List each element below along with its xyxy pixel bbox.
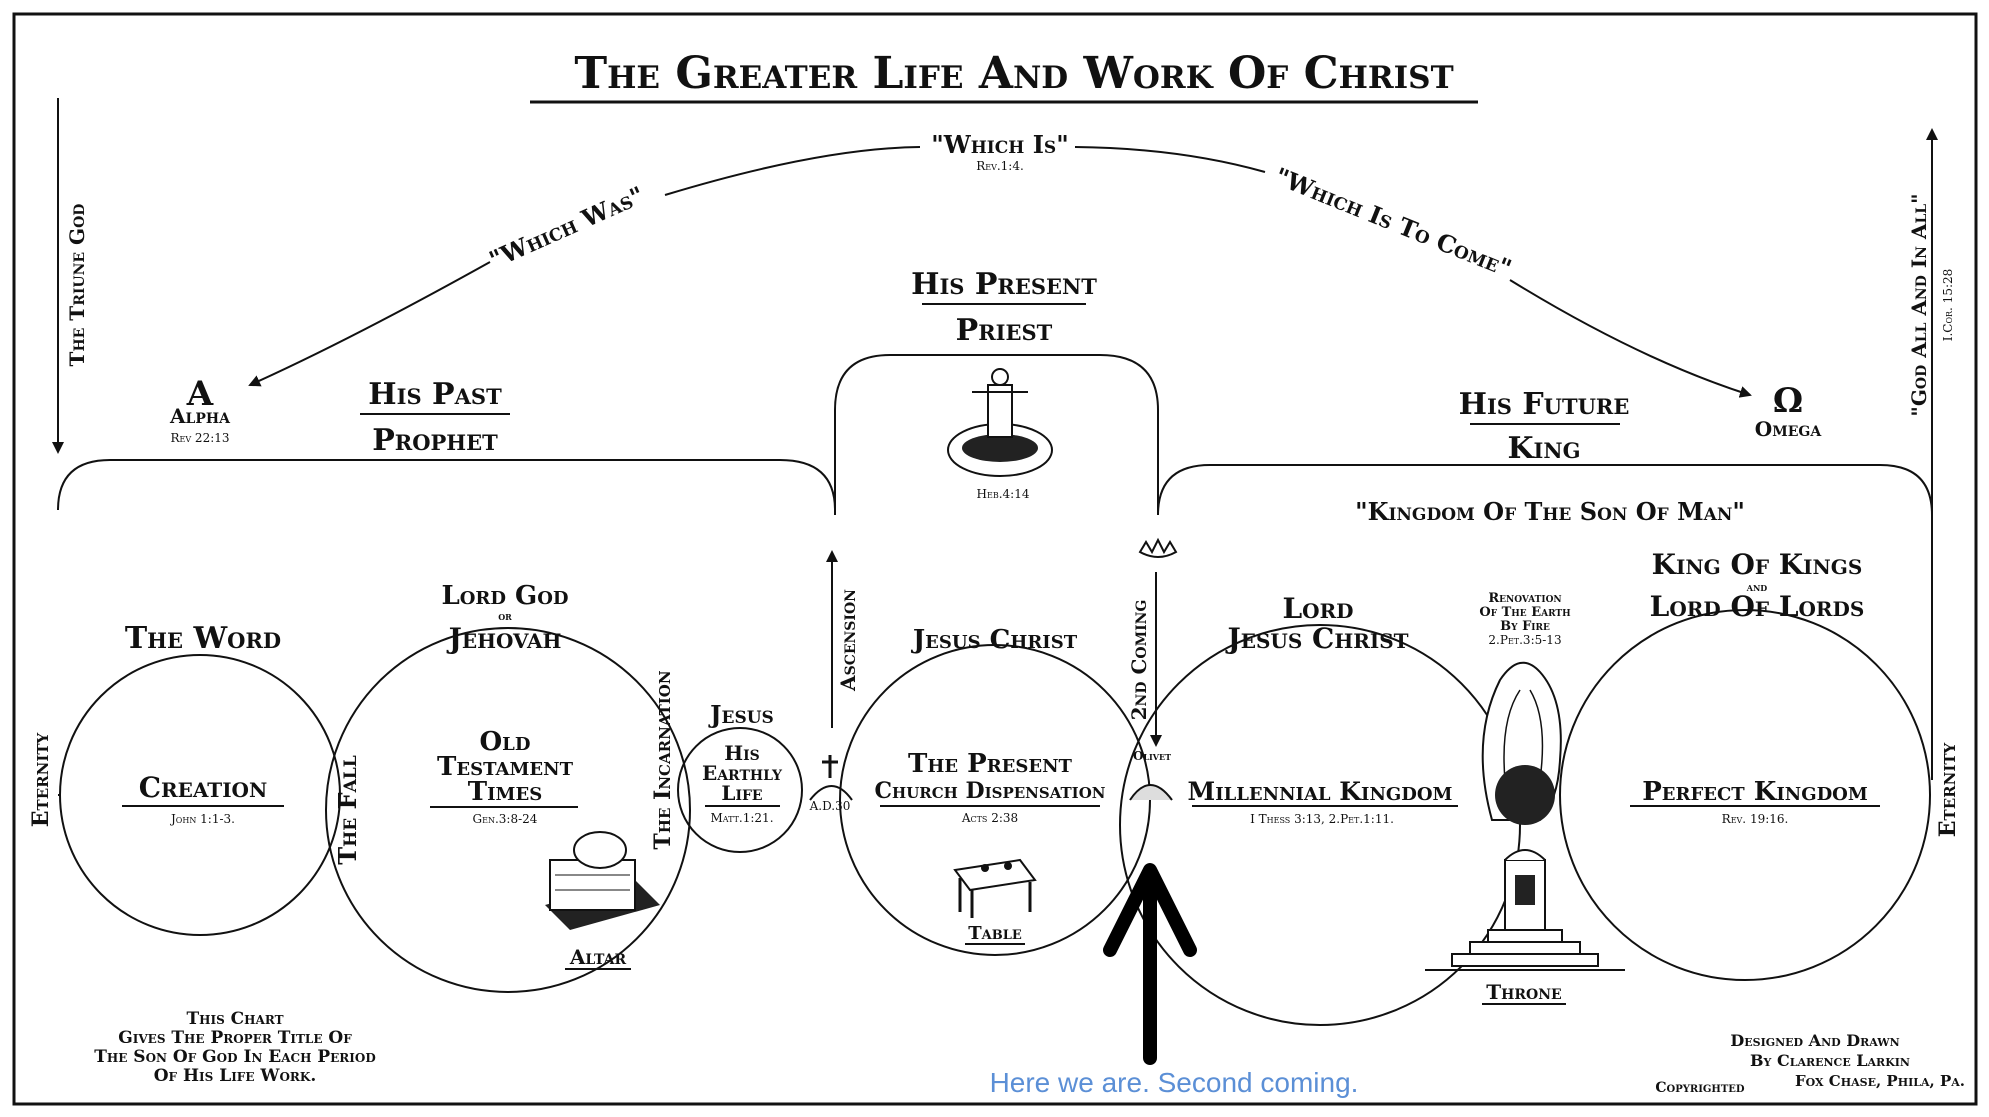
present-frame bbox=[834, 354, 1159, 515]
past-office-line2: Prophet bbox=[372, 423, 498, 458]
creation-label: Creation bbox=[139, 771, 268, 804]
which-was-arc-right bbox=[664, 146, 921, 196]
future-frame bbox=[1157, 464, 1933, 516]
cross-icon bbox=[809, 755, 853, 801]
triune-god-label: The Triune God bbox=[65, 204, 89, 367]
renovation-line2: Of The Earth bbox=[1479, 605, 1571, 620]
perfect-label: Perfect Kingdom bbox=[1642, 777, 1868, 807]
old-testament-ref: Gen.3:8-24 bbox=[473, 812, 538, 826]
earth-on-fire-icon bbox=[1481, 661, 1562, 825]
future-office-line1: His Future bbox=[1459, 387, 1630, 422]
which-was-arrow bbox=[248, 261, 491, 387]
perfect-ref: Rev. 19:16. bbox=[1722, 812, 1789, 826]
which-is-to-come-label: "Which Is To Come" bbox=[1271, 161, 1516, 282]
earthly-life-label3: Life bbox=[721, 781, 762, 805]
perfect-title2: Lord Of Lords bbox=[1650, 590, 1865, 623]
note-line3: The Son Of God In Each Period bbox=[94, 1047, 376, 1067]
alpha-label: Alpha bbox=[169, 404, 231, 428]
copyright-label: Copyrighted bbox=[1655, 1080, 1745, 1096]
past-frame bbox=[57, 459, 836, 511]
ascension-label: Ascension bbox=[836, 589, 860, 692]
kingdom-son-of-man-label: "Kingdom Of The Son Of Man" bbox=[1355, 497, 1745, 526]
note-line2: Gives The Proper Title Of bbox=[118, 1028, 352, 1048]
past-office-line1: His Past bbox=[368, 377, 502, 412]
old-testament-label1: Old bbox=[480, 727, 531, 757]
church-label2: Church Dispensation bbox=[875, 778, 1106, 804]
fall-label: The Fall bbox=[333, 755, 362, 864]
which-is-arc-right bbox=[1074, 146, 1266, 173]
credits-line2: By Clarence Larkin bbox=[1750, 1051, 1910, 1070]
old-testament-title-or: or bbox=[498, 609, 512, 623]
olivet-label: Olivet bbox=[1133, 749, 1171, 763]
throne-label: Throne bbox=[1486, 980, 1561, 1004]
perfect-title-and: and bbox=[1746, 580, 1768, 594]
present-office-line1: His Present bbox=[911, 267, 1097, 302]
earthly-life-ref: Matt.1:21. bbox=[710, 811, 773, 825]
renovation-line3: By Fire bbox=[1500, 619, 1550, 634]
earthly-life-title: Jesus bbox=[708, 700, 774, 729]
omega-glyph: Ω bbox=[1773, 381, 1803, 421]
renovation-line1: Renovation bbox=[1488, 591, 1561, 606]
millennial-title1: Lord bbox=[1282, 592, 1353, 625]
old-testament-circle bbox=[325, 627, 691, 993]
note-line4: Of His Life Work. bbox=[154, 1066, 317, 1086]
table-label: Table bbox=[968, 923, 1022, 944]
annotation-text: Here we are. Second coming. bbox=[990, 1067, 1359, 1098]
church-title: Jesus Christ bbox=[911, 625, 1078, 655]
chart-title: The Greater Life And Work Of Christ bbox=[574, 48, 1453, 99]
renovation-ref: 2.Pet.3:5-13 bbox=[1488, 633, 1561, 647]
annotation-arrow bbox=[1103, 863, 1197, 1065]
high-priest-icon bbox=[947, 368, 1053, 477]
old-testament-title2: Jehovah bbox=[446, 622, 562, 655]
millennial-circle bbox=[1119, 624, 1521, 1026]
millennial-ref: I Thess 3:13, 2.Pet.1:11. bbox=[1250, 812, 1394, 826]
which-is-ref: Rev.1:4. bbox=[976, 159, 1024, 173]
church-label1: The Present bbox=[908, 749, 1073, 779]
creation-title: The Word bbox=[125, 621, 281, 656]
earthly-life-label1: His bbox=[724, 741, 760, 765]
present-office-ref: Heb.4:14 bbox=[977, 487, 1030, 501]
present-office-line2: Priest bbox=[956, 313, 1053, 348]
credits-line3: Fox Chase, Phila, Pa. bbox=[1795, 1072, 1965, 1090]
second-coming-label: 2nd Coming bbox=[1127, 600, 1151, 721]
future-office-line2: King bbox=[1507, 431, 1580, 466]
alpha-glyph: A bbox=[186, 374, 214, 414]
which-was-label: "Which Was" bbox=[485, 180, 649, 274]
omega-label: Omega bbox=[1755, 417, 1823, 441]
outer-frame bbox=[12, 12, 1978, 1106]
crown-icon bbox=[1138, 537, 1178, 558]
which-is-to-come-arrow bbox=[1509, 279, 1752, 398]
creation-ref: John 1:1-3. bbox=[169, 812, 235, 826]
ad30-label: A.D.30 bbox=[809, 799, 851, 813]
olivet-mount-icon bbox=[1129, 784, 1173, 801]
old-testament-label2: Testament bbox=[437, 752, 574, 782]
incarnation-label: The Incarnation bbox=[650, 670, 676, 849]
old-testament-title1: Lord God bbox=[441, 581, 568, 611]
throne-icon bbox=[1425, 849, 1625, 971]
church-ref: Acts 2:38 bbox=[961, 811, 1018, 825]
old-testament-label3: Times bbox=[468, 777, 542, 807]
perfect-kingdom-circle bbox=[1559, 609, 1931, 981]
credits-line1: Designed And Drawn bbox=[1730, 1031, 1899, 1050]
millennial-label: Millennial Kingdom bbox=[1188, 777, 1453, 806]
note-line1: This Chart bbox=[186, 1009, 283, 1029]
table-icon bbox=[953, 858, 1037, 918]
eternity-left-label: Eternity bbox=[28, 732, 54, 827]
earthly-life-label2: Earthly bbox=[702, 761, 783, 785]
earthly-life-circle bbox=[677, 727, 803, 853]
which-is-label: "Which Is" bbox=[931, 130, 1068, 159]
alpha-ref: Rev 22:13 bbox=[170, 431, 229, 445]
altar-label: Altar bbox=[569, 945, 627, 969]
perfect-title1: King Of Kings bbox=[1652, 548, 1863, 581]
god-all-in-all-label: "God All And In All" bbox=[1907, 193, 1931, 416]
god-all-in-all-ref: I.Cor. 15:28 bbox=[1941, 269, 1955, 342]
millennial-title2: Jesus Christ bbox=[1224, 622, 1408, 655]
altar-icon bbox=[545, 831, 660, 930]
eternity-right-label: Eternity bbox=[1935, 742, 1961, 837]
